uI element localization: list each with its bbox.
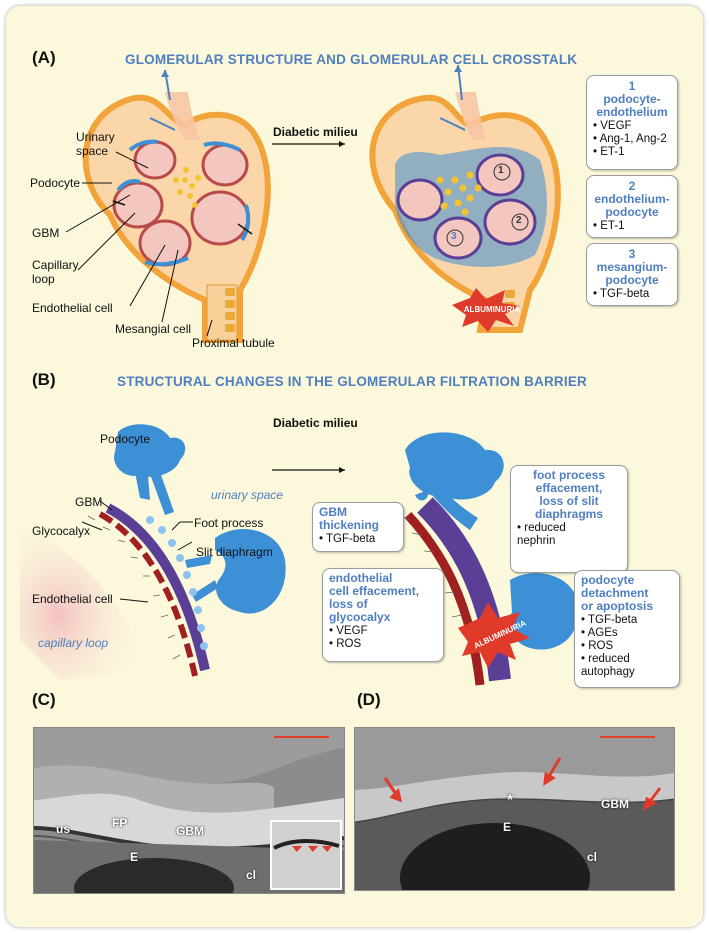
- diabetic-milieu-label-b: Diabetic milieu: [273, 416, 358, 430]
- albuminuria-badge-a: ALBUMINURIA: [463, 305, 521, 314]
- scale-bar: [274, 736, 329, 738]
- box-item: VEGF: [593, 120, 671, 133]
- box-item: Ang-1, Ang-2: [593, 133, 671, 146]
- label-mesangial-cell: Mesangial cell: [115, 322, 192, 336]
- em-label-gbm: GBM: [601, 797, 629, 811]
- label-b-foot-process: Foot process: [194, 516, 264, 530]
- crosstalk-box-2: 2 endothelium- podocyte ET-1: [586, 175, 678, 238]
- diabetic-milieu-label-a: Diabetic milieu: [273, 125, 358, 139]
- panel-b-label: (B): [32, 370, 56, 389]
- label-urinary-space: Urinary space: [76, 130, 115, 158]
- panel-a-illustration: [65, 64, 561, 343]
- barrier-box-foot: foot process effacement, loss of slit di…: [510, 465, 628, 573]
- em-label-cl: cl: [587, 850, 598, 864]
- box-title: endothelial cell effacement, loss of gly…: [329, 571, 420, 624]
- marker-3: 3: [451, 231, 457, 242]
- normal-glomerulus: [82, 69, 271, 343]
- box-number: 3: [628, 247, 636, 261]
- normal-barrier: [20, 424, 286, 680]
- box-item: reduced autophagy: [581, 653, 673, 679]
- label-b-capillary-loop: capillary loop: [38, 636, 109, 650]
- box-item: ROS: [581, 640, 673, 653]
- box-item: TGF-beta: [319, 533, 397, 546]
- box-title: podocyte detachment or apoptosis: [581, 573, 654, 613]
- panel-b-illustration: [20, 424, 579, 686]
- crosstalk-box-1: 1 podocyte- endothelium VEGF Ang-1, Ang-…: [586, 75, 678, 170]
- box-item: VEGF: [329, 625, 437, 638]
- label-b-urinary-space: urinary space: [211, 488, 284, 502]
- em-label-e: E: [503, 820, 512, 834]
- barrier-box-endothelial: endothelial cell effacement, loss of gly…: [322, 568, 444, 662]
- diabetic-barrier: [399, 432, 579, 686]
- label-proximal-tubule: Proximal tubule: [192, 336, 275, 350]
- crosstalk-box-3: 3 mesangium- podocyte TGF-beta: [586, 243, 678, 306]
- box-item: ROS: [329, 638, 437, 651]
- box-item: ET-1: [593, 220, 671, 233]
- label-b-slit-diaphragm: Slit diaphragm: [196, 545, 273, 559]
- em-image-d: * GBM E cl: [354, 727, 675, 891]
- panel-a-title: GLOMERULAR STRUCTURE AND GLOMERULAR CELL…: [125, 52, 578, 67]
- box-title: GBM thickening: [319, 505, 380, 532]
- em-label-e: E: [130, 850, 139, 864]
- box-title: podocyte- endothelium: [596, 92, 668, 119]
- box-title: mesangium- podocyte: [596, 260, 668, 287]
- em-label-gbm: GBM: [176, 824, 204, 838]
- box-item: reduced nephrin: [517, 522, 621, 548]
- label-b-podocyte: Podocyte: [100, 432, 151, 446]
- label-b-endothelial-cell: Endothelial cell: [32, 592, 113, 606]
- panel-d-label: (D): [357, 690, 381, 709]
- label-podocyte: Podocyte: [30, 176, 81, 190]
- box-number: 2: [628, 179, 636, 193]
- barrier-box-podocyte: podocyte detachment or apoptosis TGF-bet…: [574, 570, 680, 688]
- marker-1: 1: [498, 165, 504, 176]
- box-title: foot process effacement, loss of slit di…: [532, 468, 605, 521]
- panel-b-title: STRUCTURAL CHANGES IN THE GLOMERULAR FIL…: [117, 374, 587, 389]
- box-number: 1: [628, 79, 636, 93]
- panel-a-label: (A): [32, 48, 56, 67]
- em-label-star: *: [507, 792, 514, 809]
- label-endothelial-cell: Endothelial cell: [32, 301, 113, 315]
- barrier-box-gbm: GBM thickening TGF-beta: [312, 502, 404, 552]
- panel-c-label: (C): [32, 690, 56, 709]
- label-gbm: GBM: [32, 226, 60, 240]
- em-label-cl: cl: [246, 868, 257, 882]
- box-item: TGF-beta: [581, 614, 673, 627]
- em-label-us: us: [56, 822, 71, 836]
- em-label-fp: FP: [112, 816, 128, 830]
- box-item: ET-1: [593, 146, 671, 159]
- box-title: endothelium- podocyte: [594, 192, 670, 219]
- box-item: TGF-beta: [593, 288, 671, 301]
- diabetic-glomerulus: [369, 64, 561, 333]
- em-image-c: us FP GBM E cl: [33, 727, 345, 894]
- box-item: AGEs: [581, 627, 673, 640]
- label-capillary-loop: Capillary loop: [32, 258, 79, 286]
- marker-2: 2: [516, 215, 522, 226]
- label-b-glycocalyx: Glycocalyx: [32, 524, 91, 538]
- scale-bar: [600, 736, 655, 738]
- label-b-gbm: GBM: [75, 495, 103, 509]
